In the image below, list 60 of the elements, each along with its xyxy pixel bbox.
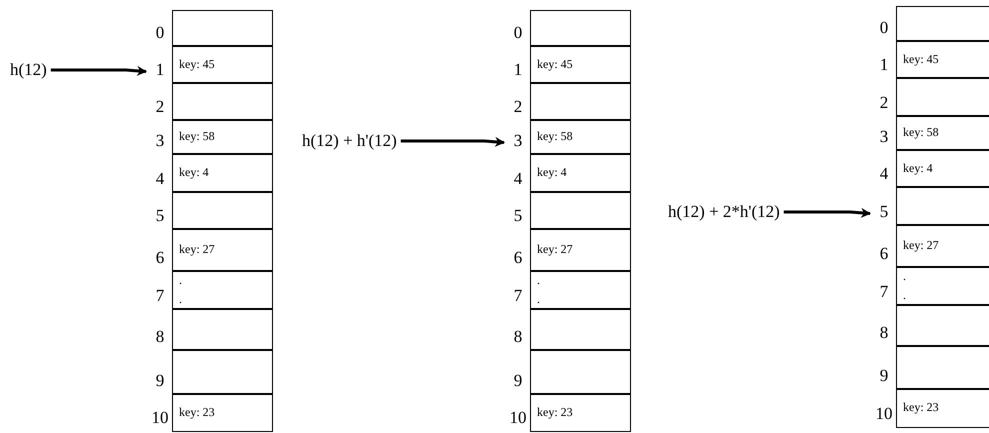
cell-text: key: 45: [903, 52, 940, 66]
index-number: 0: [154, 22, 166, 44]
index-number: 10: [150, 408, 170, 428]
index-number: 0: [878, 18, 890, 38]
cell-text: key: 4: [179, 166, 210, 180]
cell-text: key: 4: [537, 166, 568, 180]
index-number: 1: [512, 60, 524, 80]
index-number: 5: [878, 202, 890, 222]
arrow: [50, 66, 147, 76]
cell-text: .: [179, 292, 183, 306]
index-number: 9: [154, 370, 166, 392]
cell-text: key: 27: [537, 243, 574, 256]
cell-text: key: 23: [903, 401, 940, 414]
index-number: 1: [154, 60, 166, 80]
index-number: 6: [154, 248, 166, 268]
index-number: 7: [878, 282, 890, 302]
index-number: 4: [512, 168, 524, 190]
cell-text: .: [537, 292, 541, 306]
index-number: 5: [512, 206, 524, 226]
cell-text: .: [179, 274, 183, 287]
index-number: 10: [874, 404, 894, 424]
index-number: 8: [878, 322, 890, 344]
hash-expression: h(12) + h'(12): [302, 131, 397, 151]
index-number: 3: [154, 130, 166, 152]
cell-text: .: [903, 270, 907, 283]
hash-expression: h(12): [10, 60, 47, 80]
index-number: 6: [512, 248, 524, 268]
index-number: 3: [512, 130, 524, 152]
cell-text: key: 4: [903, 162, 934, 175]
cell-text: .: [537, 274, 541, 287]
cell-text: key: 58: [903, 126, 940, 140]
index-number: 10: [508, 408, 528, 428]
index-number: 2: [512, 96, 524, 118]
cell-text: key: 45: [179, 58, 216, 71]
index-number: 7: [154, 286, 166, 306]
cell-text: key: 23: [537, 406, 574, 419]
cell-text: key: 58: [537, 130, 574, 144]
cell-text: key: 58: [179, 130, 216, 144]
index-number: 8: [154, 326, 166, 348]
arrow: [400, 136, 505, 147]
cell-text: key: 23: [179, 406, 216, 419]
index-number: 7: [512, 286, 524, 306]
index-number: 2: [878, 92, 890, 114]
index-number: 2: [154, 96, 166, 118]
arrow: [784, 208, 871, 218]
index-number: 3: [878, 126, 890, 148]
index-number: 6: [878, 244, 890, 264]
index-number: 9: [878, 366, 890, 386]
cell-text: key: 27: [179, 243, 216, 256]
index-number: 5: [154, 206, 166, 226]
index-number: 4: [878, 164, 890, 184]
index-number: 8: [512, 326, 524, 348]
index-number: 1: [878, 54, 890, 76]
hash-expression: h(12) + 2*h'(12): [668, 202, 780, 222]
index-number: 9: [512, 370, 524, 392]
index-number: 4: [154, 168, 166, 190]
index-number: 0: [512, 22, 524, 44]
cell-text: .: [903, 288, 907, 302]
cell-text: key: 45: [537, 58, 574, 71]
cell-text: key: 27: [903, 239, 940, 252]
